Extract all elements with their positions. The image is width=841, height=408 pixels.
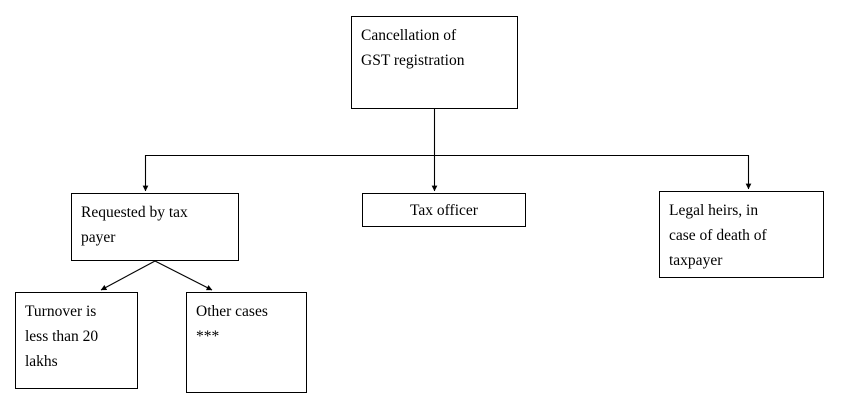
edge-requested-to-turnover	[100, 260, 156, 291]
node-requested-by-tax-payer[interactable]: Requested by tax payer	[71, 193, 239, 261]
node-turnover-less-than-20-lakhs[interactable]: Turnover is less than 20 lakhs	[15, 292, 138, 389]
edge-requested-to-other-cases	[154, 260, 213, 291]
node-cancellation-of-gst-registration[interactable]: Cancellation of GST registration	[351, 16, 518, 109]
node-other-cases[interactable]: Other cases ***	[186, 292, 307, 393]
node-legal-heirs[interactable]: Legal heirs, in case of death of taxpaye…	[659, 191, 824, 278]
node-tax-officer[interactable]: Tax officer	[362, 193, 526, 227]
